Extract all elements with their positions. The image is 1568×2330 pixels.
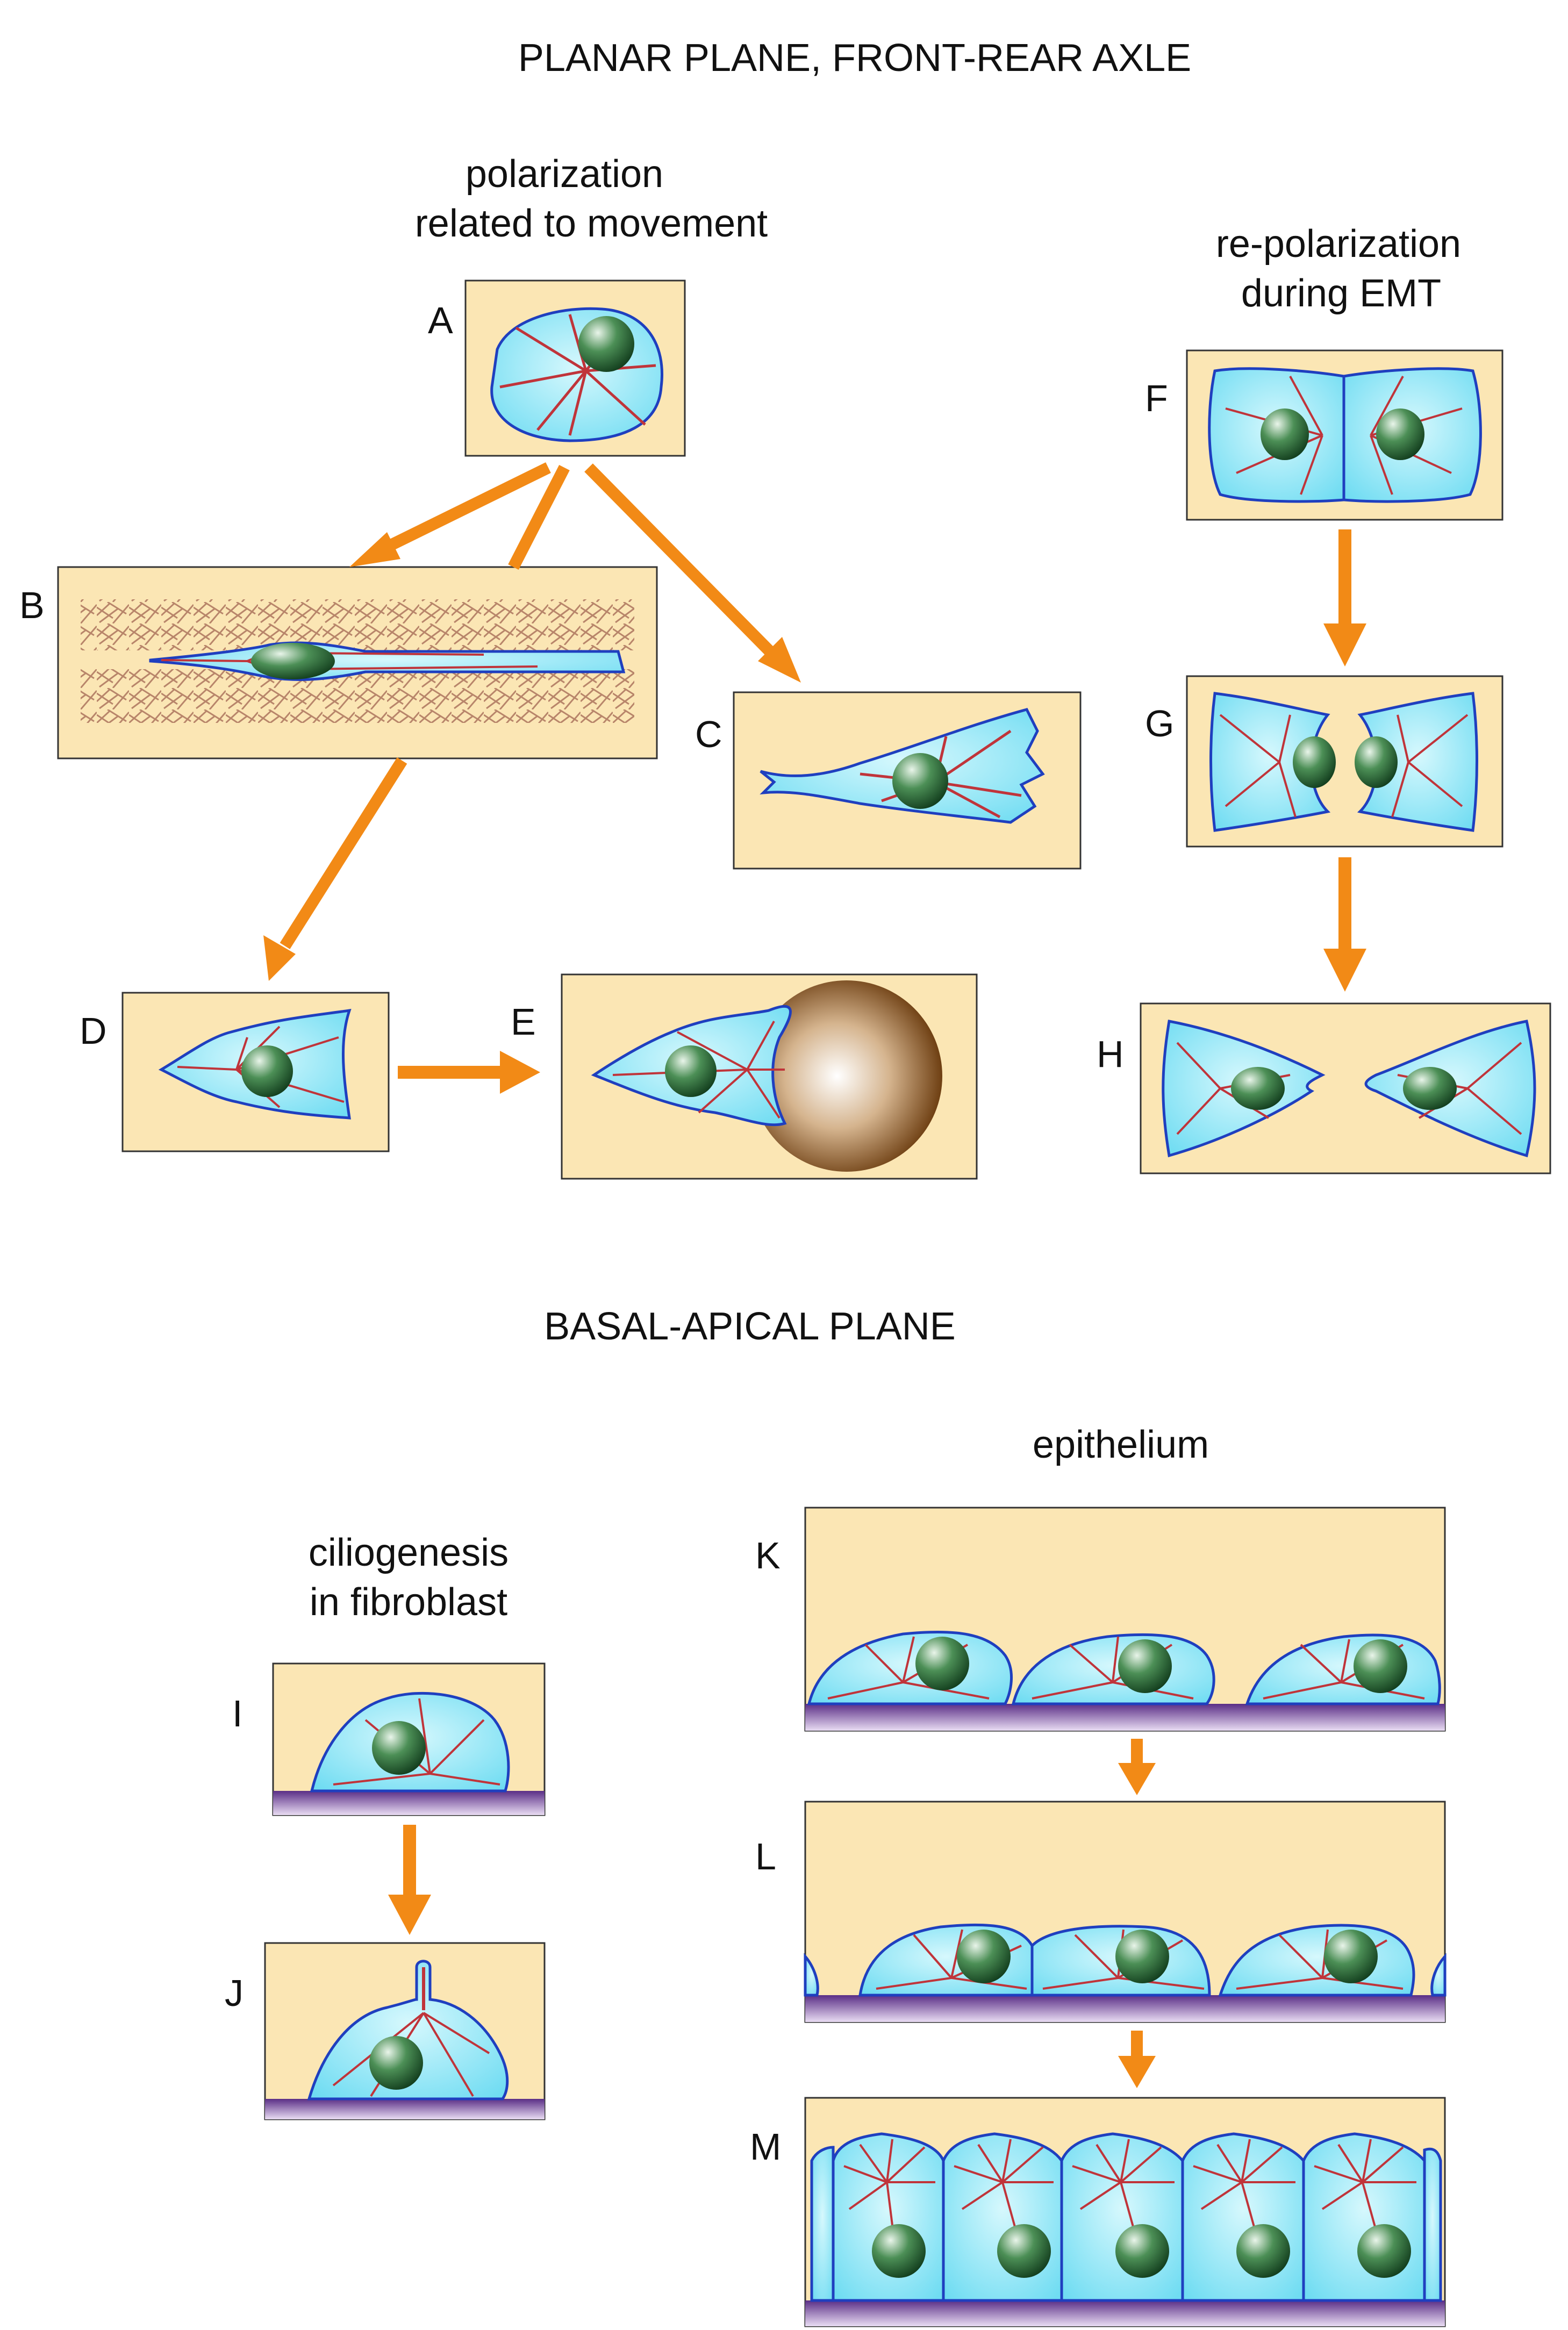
arrow-a-to-c xyxy=(584,463,801,683)
panel-letter-i: I xyxy=(232,1693,242,1734)
panel-a xyxy=(464,279,686,457)
panel-letter-m: M xyxy=(750,2126,781,2168)
panel-e xyxy=(561,973,978,1180)
panel-l xyxy=(804,1801,1447,2023)
arrow-a-to-b-secondary xyxy=(508,464,570,570)
panel-letter-h: H xyxy=(1097,1033,1124,1075)
arrow-a-to-b xyxy=(349,462,551,567)
caption-movement-line2: related to movement xyxy=(415,202,768,245)
panel-letter-c: C xyxy=(695,713,722,755)
panel-g xyxy=(1186,675,1503,848)
arrows xyxy=(263,462,1366,2088)
panel-letter-k: K xyxy=(755,1535,781,1576)
arrow-i-to-j xyxy=(388,1825,431,1935)
panel-d xyxy=(121,992,390,1152)
panel-m xyxy=(804,2097,1446,2327)
arrow-k-to-l xyxy=(1118,1739,1156,1795)
panel-letter-d: D xyxy=(80,1010,107,1052)
panel-letter-e: E xyxy=(511,1001,536,1043)
caption-emt-line1: re-polarization xyxy=(1216,223,1461,266)
panel-b xyxy=(57,566,658,759)
panel-k xyxy=(804,1507,1446,1732)
caption-movement-line1: polarization xyxy=(466,153,663,196)
panel-letter-a: A xyxy=(428,299,453,341)
arrow-g-to-h xyxy=(1323,857,1366,992)
panel-h xyxy=(1140,1002,1551,1174)
panel-letter-j: J xyxy=(225,1972,244,2014)
caption-cilio-line1: ciliogenesis xyxy=(309,1531,509,1574)
arrow-f-to-g xyxy=(1323,529,1366,666)
caption-epithelium: epithelium xyxy=(1033,1423,1209,1466)
arrow-b-to-d xyxy=(263,757,407,981)
panel-letter-b: B xyxy=(19,584,45,626)
panel-i xyxy=(272,1662,546,1816)
heading-basal-apical: BASAL-APICAL PLANE xyxy=(544,1305,956,1348)
panel-j xyxy=(264,1942,546,2120)
arrow-d-to-e xyxy=(398,1051,540,1094)
caption-cilio-line2: in fibroblast xyxy=(310,1581,507,1624)
panel-letter-f: F xyxy=(1145,377,1168,419)
panel-c xyxy=(733,691,1082,870)
caption-emt-line2: during EMT xyxy=(1241,272,1441,315)
panel-letter-g: G xyxy=(1145,702,1174,744)
panel-letter-l: L xyxy=(755,1836,776,1877)
panel-f xyxy=(1186,349,1503,521)
arrow-l-to-m xyxy=(1118,2031,1156,2088)
heading-planar: PLANAR PLANE, FRONT-REAR AXLE xyxy=(518,37,1191,80)
